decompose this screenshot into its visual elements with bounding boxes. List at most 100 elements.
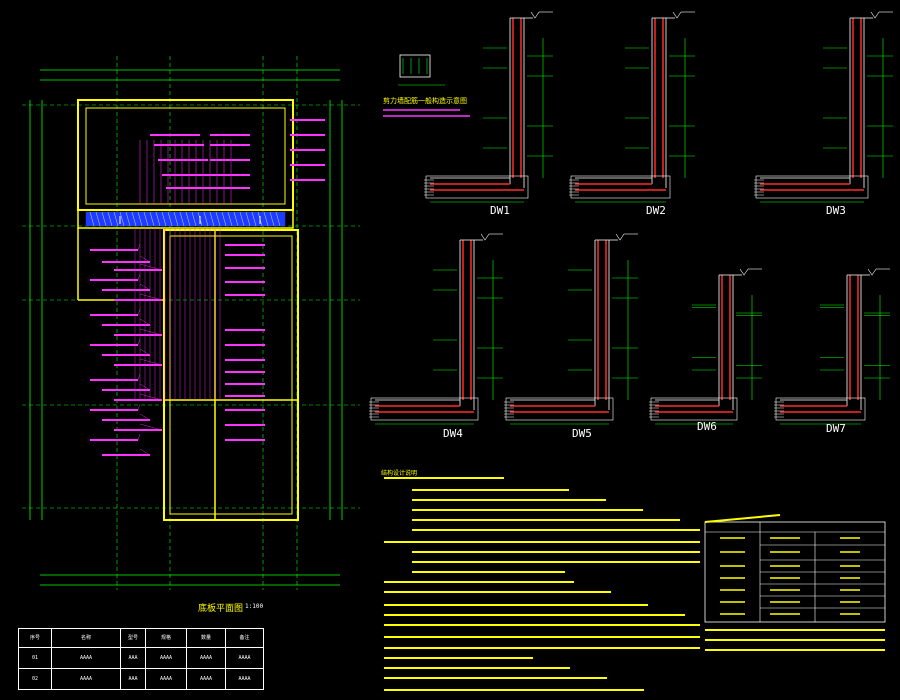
table-cell: 02 (19, 669, 52, 689)
table-cell: AAA (121, 669, 146, 689)
slab-hatch (239, 211, 245, 227)
table-cell: AAAA (52, 669, 121, 689)
table-cell: AAAA (187, 669, 226, 689)
elev-marker (530, 11, 540, 19)
rebar-leader (137, 338, 141, 346)
table-header-cell: 序号 (19, 629, 52, 647)
table-cell: AAAA (238, 676, 251, 682)
slab-hatch (191, 211, 197, 227)
rebar-leader (137, 308, 141, 316)
rebar-leader (139, 255, 151, 263)
spec-table-title (704, 514, 781, 523)
detail-box (399, 54, 431, 78)
plan-beam-band (77, 209, 294, 229)
plan-wall-upper (77, 99, 294, 211)
slab-hatch (209, 211, 215, 227)
rebar-leader (139, 423, 163, 431)
rebar-leader (139, 413, 151, 421)
table-cell: AAAA (146, 648, 187, 668)
detail-title: 剪力墙配筋一般构造示意图 (383, 97, 467, 105)
material-table: 序号 名称 型号 规格 数量 备注 01 AAAA AAA AAAA AAAA … (18, 628, 264, 690)
rebar-leader (139, 328, 163, 336)
table-cell: AAAA (187, 648, 226, 668)
slab-hatch (275, 211, 281, 227)
rebar-leader (139, 383, 151, 391)
rebar-leader (139, 358, 163, 366)
elev-marker (867, 268, 877, 276)
elev-marker (672, 11, 682, 19)
rebar-leader (139, 318, 151, 326)
slab-hatch (95, 211, 101, 227)
slab-hatch (149, 211, 155, 227)
slab-hatch (137, 211, 143, 227)
slab-hatch (185, 211, 191, 227)
table-header-cell: 规格 (146, 629, 187, 647)
rebar-leader (139, 448, 151, 456)
plan-wall-lower-inner (169, 235, 293, 515)
slab-hatch (113, 211, 119, 227)
rebar-leader (139, 283, 151, 291)
slab-hatch (227, 211, 233, 227)
table-header-cell: 名称 (52, 629, 121, 647)
slab-hatch (179, 211, 185, 227)
slab-hatch (269, 211, 275, 227)
table-row: 01 AAAA AAA AAAA AAAA AAAA (19, 648, 263, 669)
rebar-leader (137, 403, 141, 411)
section-label-dw6: DW6 (697, 420, 717, 433)
slab-hatch (263, 211, 269, 227)
plan-scale: 1:100 (245, 603, 264, 610)
table-cell: 01 (19, 648, 52, 668)
slab-hatch (221, 211, 227, 227)
rebar-leader (139, 293, 163, 301)
table-cell: AAAA (52, 648, 121, 668)
slab-hatch (251, 211, 257, 227)
section-dw7-footing-outline (775, 397, 866, 421)
notes-heading: 结构设计说明 (381, 470, 418, 477)
table-cell: AAAA (146, 669, 187, 689)
rebar-leader (139, 348, 151, 356)
slab-hatch (245, 211, 251, 227)
slab-hatch (107, 211, 113, 227)
plan-wall-lower (163, 229, 299, 521)
slab-hatch (203, 211, 209, 227)
rebar-leader (137, 373, 141, 381)
plan-title: 底板平面图 (198, 604, 244, 614)
elev-marker (870, 11, 880, 19)
slab-hatch (155, 211, 161, 227)
rebar-leader (137, 273, 141, 281)
table-header-cell: 型号 (121, 629, 146, 647)
section-label-dw5: DW5 (572, 427, 592, 440)
section-dw4-footing-outline (370, 397, 479, 421)
table-row: 02 AAAA AAA AAAA AAAA AAAA (19, 669, 263, 689)
elev-marker (615, 233, 625, 241)
elev-marker (480, 233, 490, 241)
plan-slab-band (85, 211, 286, 227)
section-dw3-footing-outline (755, 175, 869, 199)
slab-hatch (233, 211, 239, 227)
section-label-dw4: DW4 (443, 427, 463, 440)
slab-hatch (173, 211, 179, 227)
section-label-dw7: DW7 (826, 422, 846, 435)
section-dw1-footing-outline (425, 175, 529, 199)
slab-hatch (161, 211, 167, 227)
table-cell: AAA (121, 648, 146, 668)
rebar-leader (139, 263, 163, 271)
section-label-dw3: DW3 (826, 204, 846, 217)
section-dw6-footing-outline (650, 397, 738, 421)
slab-hatch (119, 211, 125, 227)
section-label-dw2: DW2 (646, 204, 666, 217)
table-header-cell: 数量 (187, 629, 226, 647)
table-header-row: 序号 名称 型号 规格 数量 备注 (19, 629, 263, 648)
elev-marker (739, 268, 749, 276)
plan-wall-upper-inner (85, 107, 286, 205)
slab-hatch (215, 211, 221, 227)
section-dw5-footing-outline (505, 397, 614, 421)
section-dw2-footing-outline (570, 175, 671, 199)
section-label-dw1: DW1 (490, 204, 510, 217)
rebar-leader (139, 393, 163, 401)
slab-hatch (125, 211, 131, 227)
slab-hatch (101, 211, 107, 227)
slab-hatch (89, 211, 95, 227)
